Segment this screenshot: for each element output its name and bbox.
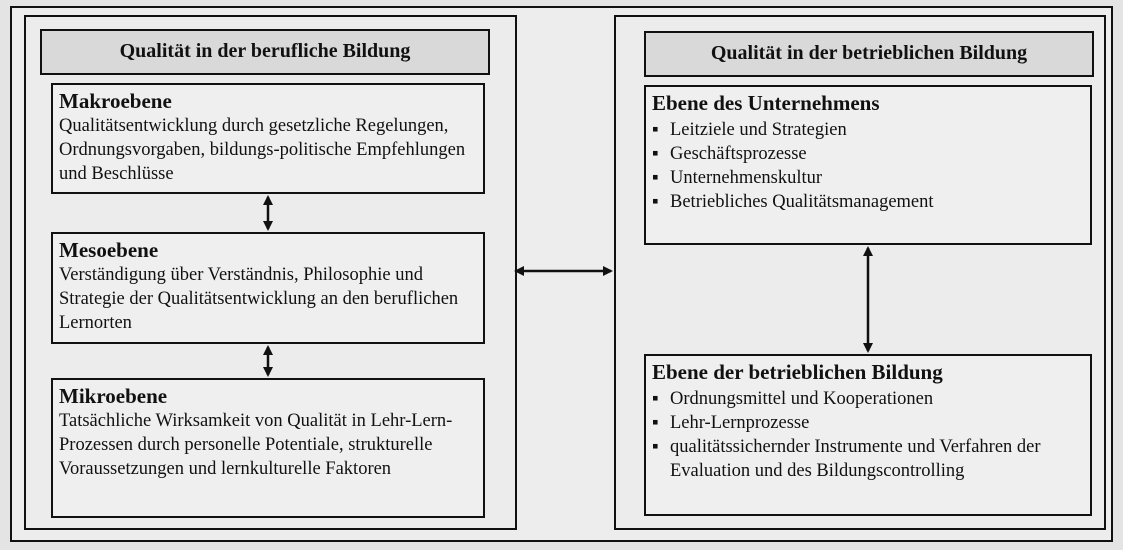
bullet-icon: ▪ [652, 192, 659, 212]
bullet-icon: ▪ [652, 144, 659, 164]
mesoebene-title: Mesoebene [59, 238, 159, 262]
list-item: ▪Ordnungsmittel und Kooperationen [652, 389, 934, 409]
list-item: ▪Unternehmenskultur [652, 168, 823, 188]
unternehmen-list: ▪Leitziele und Strategien ▪Geschäftsproz… [652, 118, 1084, 214]
list-item: ▪qualitätssichernder Instrumente und Ver… [652, 437, 1041, 481]
bullet-icon: ▪ [652, 413, 659, 433]
bullet-icon: ▪ [652, 120, 659, 140]
mesoebene-text: Verständigung über Verständnis, Philosop… [59, 265, 459, 333]
left-panel-header: Qualität in der berufliche Bildung [40, 29, 490, 75]
makroebene-title: Makroebene [59, 89, 172, 113]
list-item: ▪Leitziele und Strategien [652, 120, 847, 140]
betriebliche-bildung-title: Ebene der betrieblichen Bildung [652, 360, 943, 384]
mesoebene-box: Mesoebene Verständigung über Verständnis… [51, 232, 485, 344]
right-panel-header: Qualität in der betrieblichen Bildung [644, 31, 1094, 77]
list-item: ▪Geschäftsprozesse [652, 144, 807, 164]
bullet-icon: ▪ [652, 389, 659, 409]
list-item: ▪Lehr-Lernprozesse [652, 413, 810, 433]
unternehmen-title: Ebene des Unternehmens [652, 91, 880, 115]
makroebene-box: Makroebene Qualitätsentwicklung durch ge… [51, 83, 485, 194]
betriebliche-bildung-list: ▪Ordnungsmittel und Kooperationen ▪Lehr-… [652, 387, 1084, 483]
mikroebene-title: Mikroebene [59, 384, 168, 408]
bullet-icon: ▪ [652, 168, 659, 188]
makroebene-text: Qualitätsentwicklung durch gesetzliche R… [59, 116, 466, 184]
unternehmen-box: Ebene des Unternehmens ▪Leitziele und St… [644, 85, 1092, 245]
list-item: ▪Betriebliches Qualitätsmanagement [652, 192, 934, 212]
mikroebene-box: Mikroebene Tatsächliche Wirksamkeit von … [51, 378, 485, 518]
betriebliche-bildung-box: Ebene der betrieblichen Bildung ▪Ordnung… [644, 354, 1092, 516]
bullet-icon: ▪ [652, 437, 659, 457]
mikroebene-text: Tatsächliche Wirksamkeit von Qualität in… [59, 411, 453, 479]
